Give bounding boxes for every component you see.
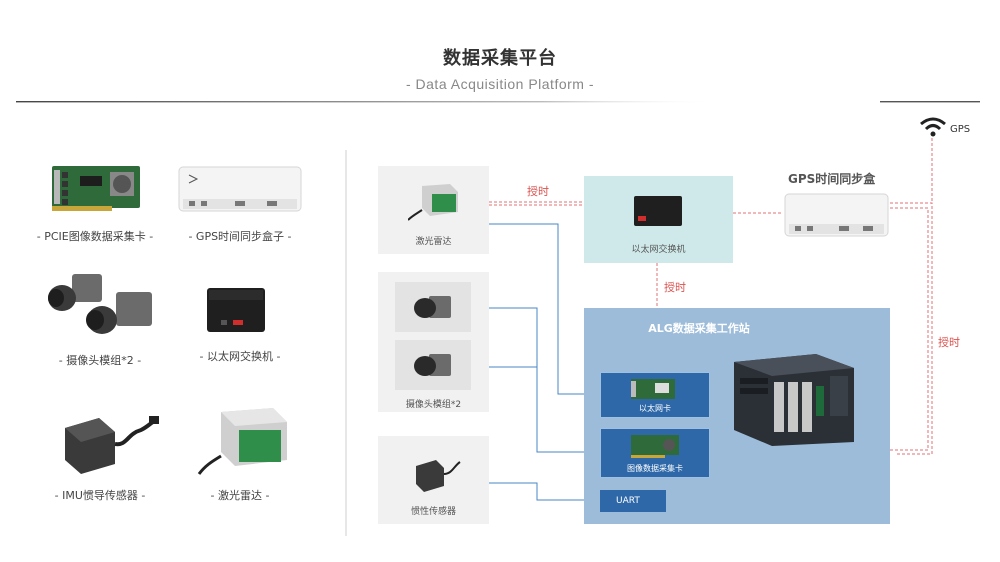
- lidar-caption: - 激光雷达 -: [210, 489, 270, 502]
- ethernet-switch-label: 以太网交换机: [631, 245, 686, 255]
- imu-sensor-product: [55, 412, 165, 478]
- camera-module-icon: [48, 274, 152, 334]
- ethernet-card: 以太网卡: [600, 372, 710, 418]
- imu-sensor-icon: [65, 416, 159, 474]
- gps-antenna: [918, 116, 948, 138]
- lidar-box-label: 激光雷达: [415, 237, 452, 247]
- pcie-card-icon: [52, 166, 140, 211]
- header-rule-left: [16, 101, 716, 103]
- image-capture-card-label: 图像数据采集卡: [627, 464, 683, 473]
- workstation-pc-icon: [734, 354, 854, 446]
- gps-box-product: [175, 163, 305, 215]
- network-card-icon: [631, 379, 675, 399]
- gps-box-caption: - GPS时间同步盒子 -: [188, 230, 292, 243]
- camera-1: [395, 282, 471, 332]
- camera-module-caption: - 摄像头模组*2 -: [58, 354, 142, 367]
- gps-label: GPS: [950, 124, 971, 135]
- lidar-box: 激光雷达: [378, 166, 489, 254]
- camera-box-label: 摄像头模组*2: [405, 400, 462, 410]
- lidar-icon: [197, 408, 287, 475]
- imu-sensor-caption: - IMU惯导传感器 -: [54, 489, 146, 502]
- ethernet-switch-caption: - 以太网交换机 -: [199, 350, 281, 363]
- ethernet-switch-product: [205, 284, 267, 336]
- gps-sync-title: GPS时间同步盒: [788, 172, 876, 186]
- pcie-card-icon: [631, 435, 679, 458]
- pcie-card-caption: - PCIE图像数据采集卡 -: [36, 230, 154, 243]
- camera-icon: [414, 354, 451, 376]
- workstation-title: ALG数据采集工作站: [648, 322, 750, 335]
- imu-box-label: 惯性传感器: [410, 507, 456, 517]
- gps-sync-box: [783, 190, 890, 240]
- data-lines: [489, 223, 599, 503]
- timing-label-switch: 授时: [664, 281, 686, 294]
- image-capture-card: 图像数据采集卡: [600, 428, 710, 478]
- page-subtitle: - Data Acquisition Platform -: [405, 76, 594, 92]
- timing-label-lidar: 授时: [527, 185, 549, 198]
- lidar-product: [195, 404, 295, 478]
- ethernet-switch-icon: [634, 196, 682, 226]
- page-title: 数据采集平台: [443, 48, 557, 69]
- lidar-icon: [408, 184, 458, 221]
- ethernet-switch-box: 以太网交换机: [584, 176, 733, 263]
- camera-2: [395, 340, 471, 390]
- camera-box: 摄像头模组*2: [378, 272, 489, 412]
- imu-sensor-icon: [416, 460, 461, 492]
- wifi-signal-icon: [920, 117, 946, 137]
- imu-box: 惯性传感器: [378, 436, 489, 524]
- workstation-box: ALG数据采集工作站 以太网卡 图像数据采集卡 UART: [584, 308, 890, 524]
- pcie-card-product: [40, 158, 150, 218]
- uart-port: UART: [600, 490, 666, 512]
- timing-label-workstation: 授时: [938, 336, 960, 349]
- ethernet-switch-icon: [207, 288, 265, 332]
- ethernet-card-label: 以太网卡: [639, 404, 671, 413]
- gps-box-icon: [178, 166, 302, 212]
- camera-icon: [414, 296, 451, 318]
- header-rule-right: [880, 101, 980, 103]
- gps-box-icon: [784, 193, 889, 237]
- camera-module-product: [42, 268, 160, 340]
